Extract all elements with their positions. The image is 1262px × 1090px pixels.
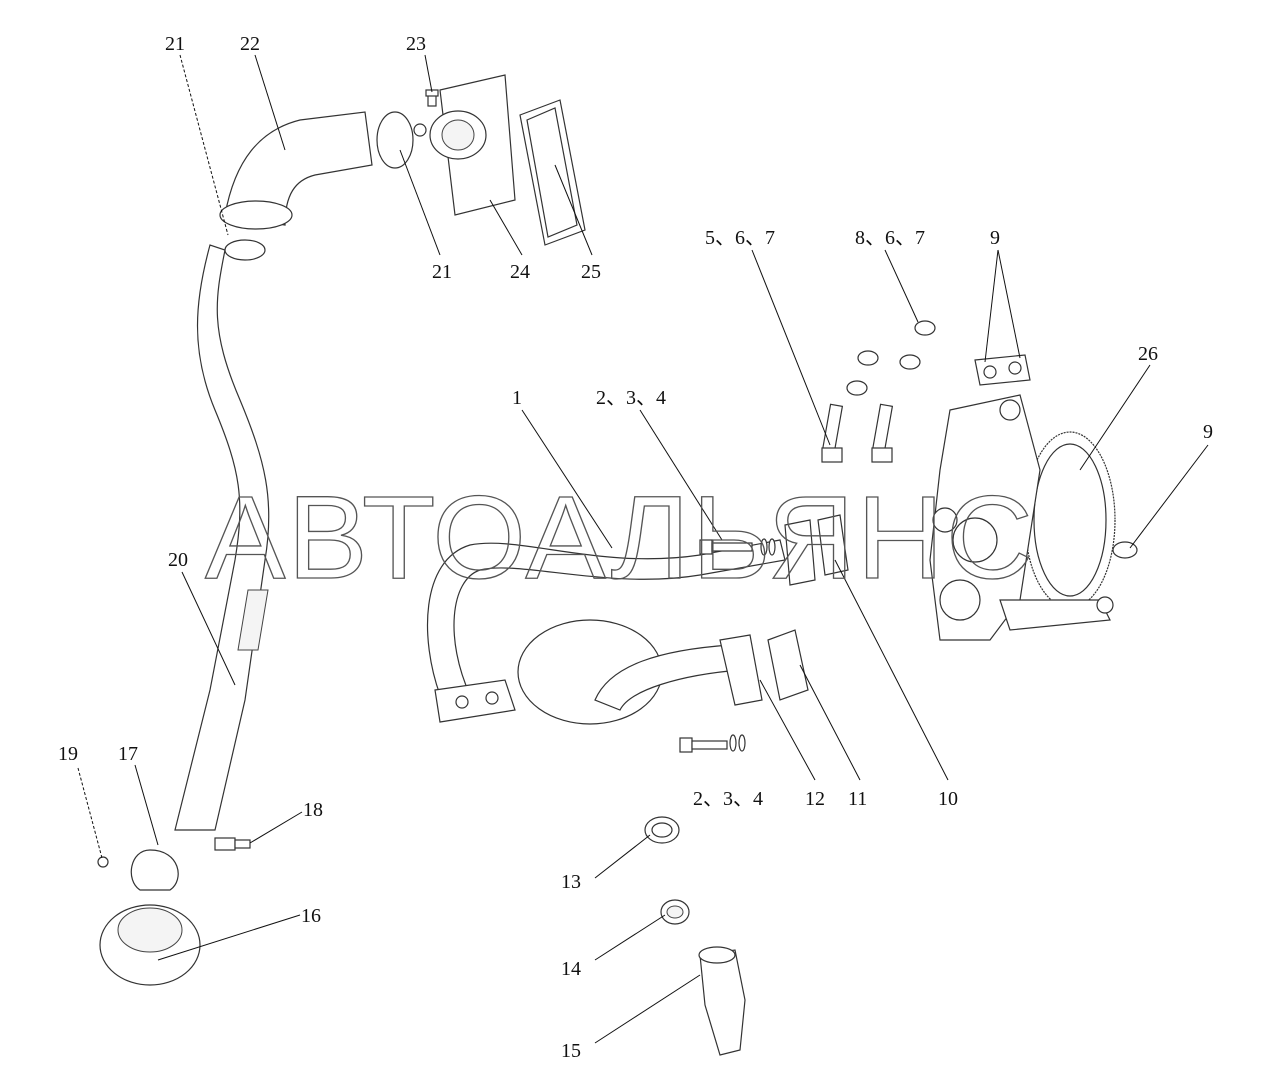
callout-2-3-4: 2、3、4 [693, 788, 763, 810]
callout-8-6-7: 8、6、7 [855, 227, 925, 249]
flange-24 [429, 74, 516, 216]
callout-15: 15 [561, 1040, 581, 1062]
pickup-16 [97, 837, 251, 986]
oil-pump-26 [929, 394, 1116, 641]
callout-22: 22 [240, 33, 260, 55]
callout-9: 9 [990, 227, 1000, 249]
callout-19: 19 [58, 743, 78, 765]
callout-12: 12 [805, 788, 825, 810]
bolt-2-3-4-lower [679, 734, 746, 753]
washer-13 [644, 816, 680, 844]
callout-13: 13 [561, 871, 581, 893]
callout-10: 10 [938, 788, 958, 810]
callout-23: 23 [406, 33, 426, 55]
callout-26: 26 [1138, 343, 1158, 365]
callout-24: 24 [510, 261, 530, 283]
strainer-12 [517, 619, 763, 725]
gasket-10 [817, 514, 849, 576]
clamp-21 [376, 111, 427, 169]
callout-25: 25 [581, 261, 601, 283]
suction-pipe-1 [426, 519, 816, 723]
bolt-23 [425, 89, 439, 107]
callout-20: 20 [168, 549, 188, 571]
callout-18: 18 [303, 799, 323, 821]
callout-labels: 21 22 23 21 24 25 5、6、7 8、6、7 9 26 1 2、3… [58, 33, 1213, 1062]
gasket-11 [767, 629, 809, 701]
callout-14: 14 [561, 958, 581, 980]
leader-lines [77, 54, 1209, 1044]
watermark: АВТОАЛЬЯНС [205, 472, 1035, 604]
bolts-5-6-7 [821, 320, 936, 463]
callout-21: 21 [432, 261, 452, 283]
callout-9: 9 [1203, 421, 1213, 443]
callout-16: 16 [301, 905, 321, 927]
callout-5-6-7: 5、6、7 [705, 227, 775, 249]
callout-1: 1 [512, 387, 522, 409]
callout-11: 11 [848, 788, 867, 810]
callout-2-3-4: 2、3、4 [596, 387, 666, 409]
gasket-25 [519, 99, 586, 246]
washer-14 [660, 899, 690, 925]
callout-17: 17 [118, 743, 138, 765]
hose-22 [219, 111, 373, 261]
gasket-9 [974, 354, 1138, 559]
valve-15 [698, 946, 746, 1056]
pipe-20 [174, 244, 270, 831]
callout-21: 21 [165, 33, 185, 55]
bolt-2-3-4-upper [699, 538, 776, 556]
